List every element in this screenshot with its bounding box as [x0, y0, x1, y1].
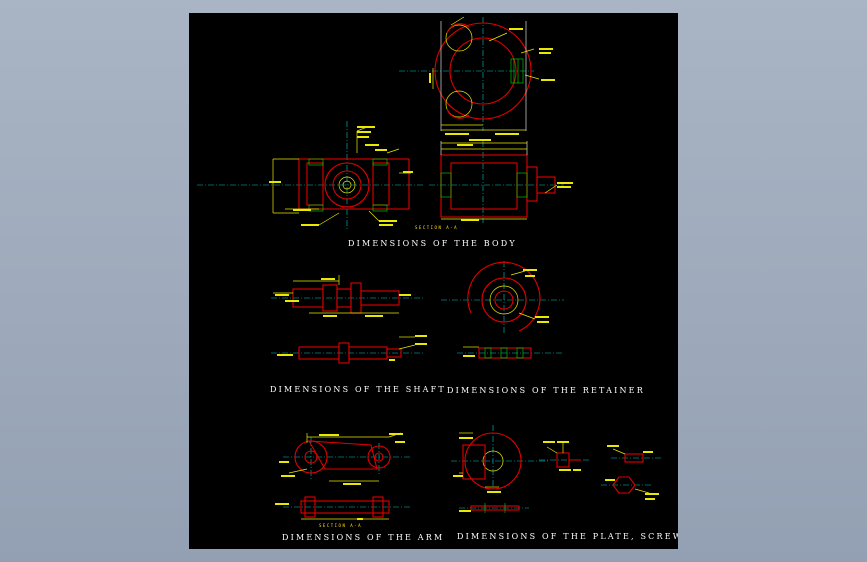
retainer-views — [441, 261, 564, 359]
title-shaft: DIMENSIONS OF THE SHAFT — [270, 385, 446, 394]
body-section-view — [429, 139, 573, 223]
drawing-sheet: SECTION A-A SECTION A-A DIMENSIONS OF TH… — [189, 13, 678, 549]
plate-screw-nut-views — [451, 425, 661, 513]
body-front-view — [197, 121, 424, 231]
title-plate-screw-nut: DIMENSIONS OF THE PLATE, SCREW, NUT — [457, 532, 678, 541]
title-arm: DIMENSIONS OF THE ARM — [282, 533, 445, 542]
arm-views — [275, 432, 411, 520]
body-top-view — [399, 16, 555, 135]
title-body: DIMENSIONS OF THE BODY — [348, 239, 517, 248]
body-section-label: SECTION A-A — [415, 225, 458, 230]
shaft-views — [271, 275, 427, 364]
arm-section-label: SECTION A-A — [319, 523, 362, 528]
cad-drawing — [197, 16, 661, 520]
title-retainer: DIMENSIONS OF THE RETAINER — [447, 386, 645, 395]
